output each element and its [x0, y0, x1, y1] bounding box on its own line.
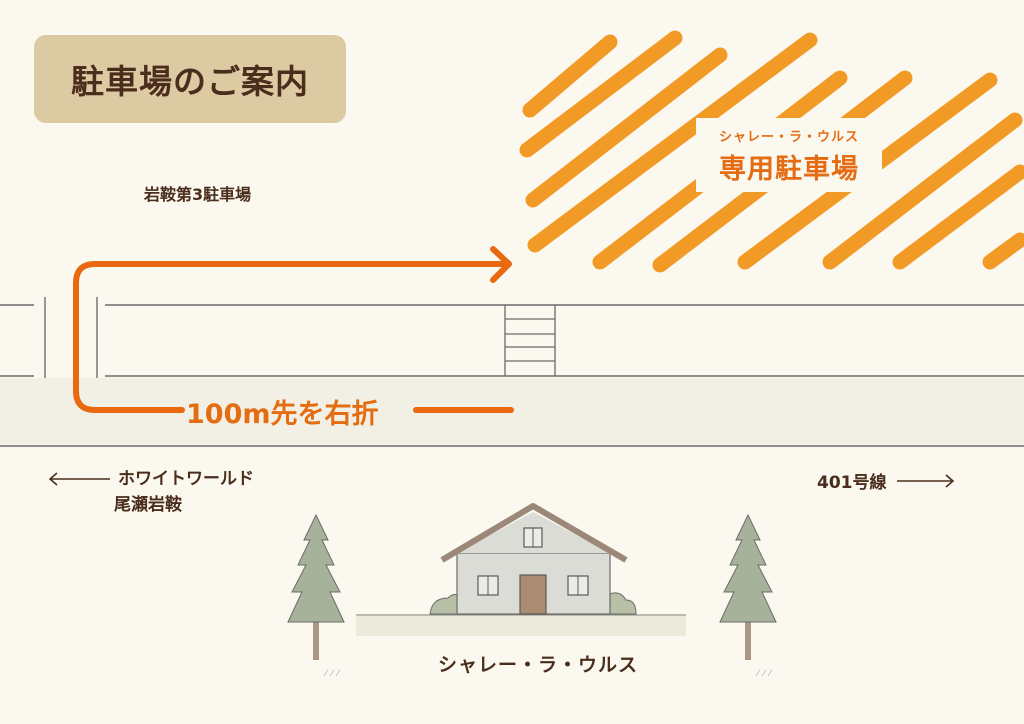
parking-subtitle: シャレー・ラ・ウルス [718, 130, 859, 145]
direction-left-line2: 尾瀬岩鞍 [114, 495, 182, 515]
left-arrow-icon [48, 472, 110, 486]
dedicated-parking-label: シャレー・ラ・ウルス 専用駐車場 [696, 118, 882, 192]
title-box: 駐車場のご案内 [34, 35, 346, 123]
lawn [356, 614, 686, 636]
direction-right: 401号線 [817, 468, 955, 493]
parking-title: 専用駐車場 [719, 154, 859, 185]
grass-ticks [323, 669, 773, 677]
tree-icon-left [287, 513, 345, 660]
direction-right-label: 401号線 [817, 473, 887, 493]
house-label: シャレー・ラ・ウルス [438, 654, 639, 676]
crosswalk [504, 305, 556, 376]
road [0, 297, 1024, 447]
page-title: 駐車場のご案内 [71, 62, 309, 101]
right-arrow-icon [896, 473, 954, 488]
direction-left: ホワイトワールド 尾瀬岩鞍 [48, 466, 254, 518]
bush-icon [609, 592, 637, 615]
turn-instruction: 100m先を右折 [186, 399, 379, 430]
direction-left-line1: ホワイトワールド [118, 469, 254, 489]
tree-icon-right [719, 513, 777, 660]
route-arrow [73, 246, 514, 413]
house-icon [440, 503, 628, 615]
nearby-parking-lot-label: 岩鞍第3駐車場 [144, 185, 252, 204]
